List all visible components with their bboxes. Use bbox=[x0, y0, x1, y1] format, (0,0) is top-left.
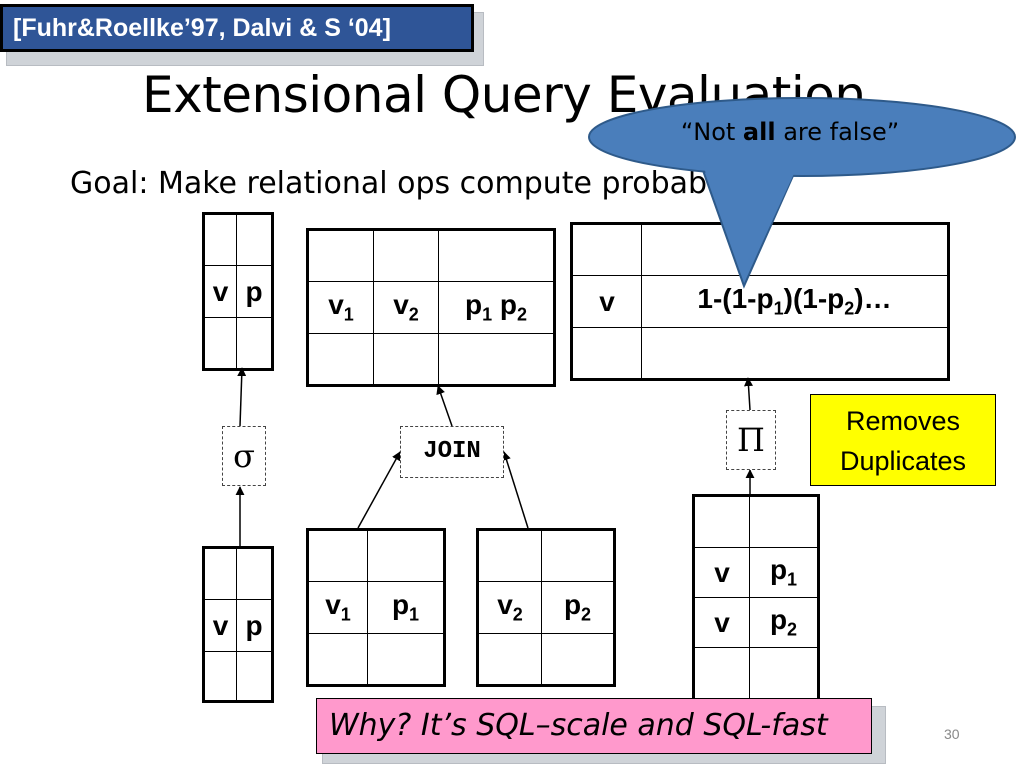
table-cell-p2: p2 bbox=[749, 597, 819, 648]
table-cell bbox=[307, 333, 374, 386]
table-cell bbox=[202, 213, 238, 266]
table-cell-v: v bbox=[202, 599, 238, 652]
arrow-join-out bbox=[436, 385, 453, 427]
table-cell bbox=[541, 633, 615, 686]
table-cell bbox=[236, 213, 273, 266]
table-cell bbox=[236, 651, 273, 702]
arrow-join-right-in bbox=[502, 451, 529, 529]
table-cell-p1: p1 bbox=[367, 581, 445, 634]
table-cell-v2: v2 bbox=[373, 281, 439, 334]
table-cell bbox=[202, 547, 238, 600]
selection-operator: σ bbox=[222, 426, 266, 486]
goal-text: Goal: Make relational ops compute probab… bbox=[70, 166, 787, 201]
table-cell bbox=[202, 651, 238, 702]
table-cell-p1p2: p1 p2 bbox=[438, 281, 555, 334]
table-cell bbox=[477, 633, 542, 686]
selection-output-table: v p bbox=[202, 212, 274, 371]
join-left-input-table: v1 p1 bbox=[306, 528, 446, 687]
callout-text-bold: all bbox=[742, 118, 776, 146]
projection-operator: Π bbox=[726, 410, 776, 470]
table-cell bbox=[641, 327, 949, 380]
projection-output-table: v 1-(1-p1)(1-p2)… bbox=[570, 222, 950, 381]
removes-duplicates-note: Removes Duplicates bbox=[810, 394, 996, 486]
table-cell bbox=[477, 529, 542, 582]
arrow-pi-out bbox=[744, 377, 753, 411]
selection-input-table: v p bbox=[202, 546, 274, 703]
callout-text-post: are false” bbox=[775, 118, 900, 146]
projection-input-table: v p1 v p2 bbox=[692, 494, 820, 707]
table-cell bbox=[307, 229, 374, 282]
callout-text: “Not all are false” bbox=[640, 118, 940, 146]
join-right-input-table: v2 p2 bbox=[476, 528, 616, 687]
table-cell bbox=[202, 317, 238, 370]
table-cell bbox=[438, 333, 555, 386]
table-cell-p: p bbox=[236, 265, 273, 318]
table-cell bbox=[367, 633, 445, 686]
table-cell bbox=[571, 223, 642, 276]
table-cell-v1: v1 bbox=[307, 281, 374, 334]
join-output-table: v1 v2 p1 p2 bbox=[306, 228, 556, 387]
table-cell-v1: v1 bbox=[307, 581, 368, 634]
table-cell-p: p bbox=[236, 599, 273, 652]
table-cell-v: v bbox=[571, 275, 642, 328]
arrow-sigma-out bbox=[237, 367, 247, 427]
table-cell-v: v bbox=[202, 265, 238, 318]
page-number: 30 bbox=[944, 726, 960, 742]
citation-box: [Fuhr&Roellke’97, Dalvi & S ‘04] bbox=[0, 4, 474, 52]
note-line: Removes bbox=[845, 406, 961, 436]
note-line: Duplicates bbox=[839, 446, 967, 476]
table-cell bbox=[749, 647, 819, 706]
arrow-join-left-in bbox=[357, 451, 401, 529]
table-cell bbox=[373, 333, 439, 386]
why-note: Why? It’s SQL–scale and SQL-fast bbox=[316, 698, 872, 754]
join-operator: JOIN bbox=[400, 426, 504, 478]
callout-text-pre: “Not bbox=[680, 118, 743, 146]
table-cell-p2: p2 bbox=[541, 581, 615, 634]
table-cell-p1: p1 bbox=[749, 547, 819, 598]
table-cell bbox=[236, 317, 273, 370]
table-cell bbox=[236, 547, 273, 600]
table-cell bbox=[749, 495, 819, 548]
